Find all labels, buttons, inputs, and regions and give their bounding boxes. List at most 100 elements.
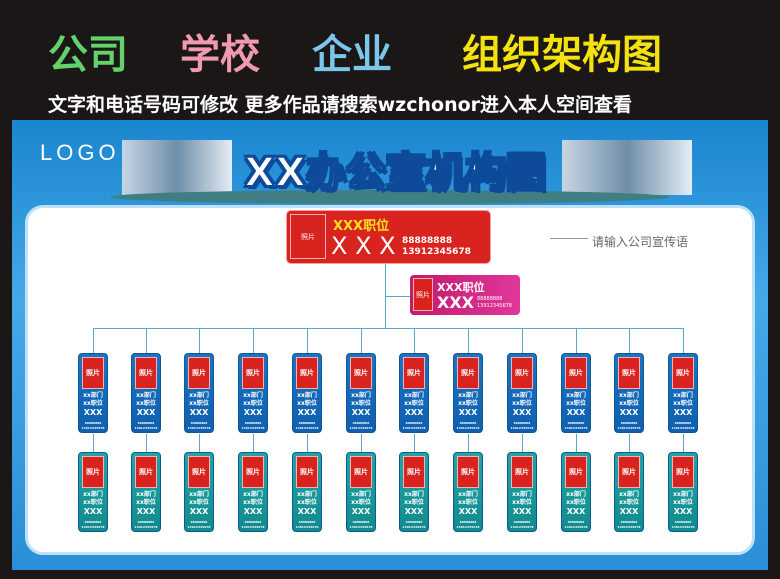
staff-dept: xx部门 <box>83 491 103 498</box>
staff-mobile: 13912345678 <box>510 525 534 529</box>
staff-mobile: 13912345678 <box>402 525 426 529</box>
staff-name: XXX <box>566 408 586 417</box>
staff-mobile: 13912345678 <box>456 426 480 430</box>
subtitle: 文字和电话号码可修改 更多作品请搜索wzchonor进入本人空间查看 <box>48 94 633 116</box>
staff-position: xx职位 <box>404 400 424 407</box>
staff-mobile: 13912345678 <box>187 426 211 430</box>
connector-vertical <box>199 328 200 353</box>
staff-dept: xx部门 <box>297 392 317 399</box>
connector-vertical <box>253 328 254 353</box>
staff-dept: xx部门 <box>619 491 639 498</box>
staff-photo: 照片 <box>135 456 157 488</box>
staff-name: XXX <box>297 408 317 417</box>
staff-position: xx职位 <box>566 499 586 506</box>
staff-mobile: 13912345678 <box>617 426 641 430</box>
staff-position: xx职位 <box>619 499 639 506</box>
staff-dept: xx部门 <box>83 392 103 399</box>
staff-name: XXX <box>83 507 103 516</box>
staff-name: XXX <box>404 408 424 417</box>
staff-position: xx职位 <box>189 400 209 407</box>
staff-photo: 照片 <box>403 456 425 488</box>
connector-horizontal <box>93 328 684 329</box>
staff-photo: 照片 <box>403 357 425 389</box>
staff-position: xx职位 <box>351 499 371 506</box>
staff-name: XXX <box>136 408 156 417</box>
staff-position: xx职位 <box>512 400 532 407</box>
staff-dept: xx部门 <box>458 491 478 498</box>
staff-position: xx职位 <box>297 400 317 407</box>
connector-vertical <box>93 434 94 452</box>
staff-dept: xx部门 <box>512 491 532 498</box>
connector-vertical <box>146 434 147 452</box>
connector-vertical <box>307 328 308 353</box>
connector-vertical <box>414 434 415 452</box>
staff-photo: 照片 <box>565 357 587 389</box>
staff-dept: xx部门 <box>243 491 263 498</box>
staff-name: XXX <box>673 507 693 516</box>
staff-mobile: 13912345678 <box>81 426 105 430</box>
staff-phone: 88888888 <box>513 421 531 425</box>
staff-phone: 88888888 <box>459 421 477 425</box>
staff-photo: 照片 <box>82 357 104 389</box>
staff-photo: 照片 <box>457 357 479 389</box>
city-skyline-left <box>122 140 232 195</box>
staff-mobile: 13912345678 <box>349 525 373 529</box>
staff-dept: xx部门 <box>351 392 371 399</box>
staff-name: XXX <box>351 507 371 516</box>
staff-dept: xx部门 <box>243 392 263 399</box>
staff-mobile: 13912345678 <box>564 525 588 529</box>
staff-position: xx职位 <box>136 499 156 506</box>
header-word-enterprise: 企业 <box>312 32 392 78</box>
deputy-phone: 88888888 <box>477 296 503 302</box>
staff-photo: 照片 <box>188 456 210 488</box>
staff-phone: 88888888 <box>620 421 638 425</box>
staff-phone: 88888888 <box>620 520 638 524</box>
staff-mobile: 13912345678 <box>510 426 534 430</box>
staff-position: xx职位 <box>83 499 103 506</box>
staff-name: XXX <box>619 408 639 417</box>
staff-photo: 照片 <box>242 357 264 389</box>
staff-photo: 照片 <box>350 357 372 389</box>
staff-name: XXX <box>619 507 639 516</box>
staff-position: xx职位 <box>351 400 371 407</box>
staff-phone: 88888888 <box>298 421 316 425</box>
staff-name: XXX <box>458 408 478 417</box>
connector-vertical <box>468 434 469 452</box>
connector-vertical <box>576 434 577 452</box>
page-title: XX办公室机构图 <box>243 149 547 197</box>
staff-position: xx职位 <box>404 499 424 506</box>
staff-photo: 照片 <box>296 357 318 389</box>
connector-vertical <box>629 328 630 353</box>
staff-mobile: 13912345678 <box>295 525 319 529</box>
header-word-org-chart: 组织架构图 <box>462 32 662 78</box>
staff-dept: xx部门 <box>566 491 586 498</box>
staff-dept: xx部门 <box>189 491 209 498</box>
staff-photo: 照片 <box>296 456 318 488</box>
staff-phone: 88888888 <box>674 520 692 524</box>
staff-name: XXX <box>351 408 371 417</box>
staff-phone: 88888888 <box>137 520 155 524</box>
staff-position: xx职位 <box>619 400 639 407</box>
staff-phone: 88888888 <box>567 520 585 524</box>
header-word-school: 学校 <box>180 32 260 78</box>
staff-dept: xx部门 <box>404 491 424 498</box>
slogan: 请输入公司宣传语 <box>592 235 689 249</box>
head-photo: 照片 <box>290 214 326 259</box>
head-mobile: 13912345678 <box>402 247 471 257</box>
staff-dept: xx部门 <box>458 392 478 399</box>
staff-name: XXX <box>136 507 156 516</box>
connector-vertical <box>522 434 523 452</box>
staff-phone: 88888888 <box>244 421 262 425</box>
staff-position: xx职位 <box>512 499 532 506</box>
staff-photo: 照片 <box>350 456 372 488</box>
